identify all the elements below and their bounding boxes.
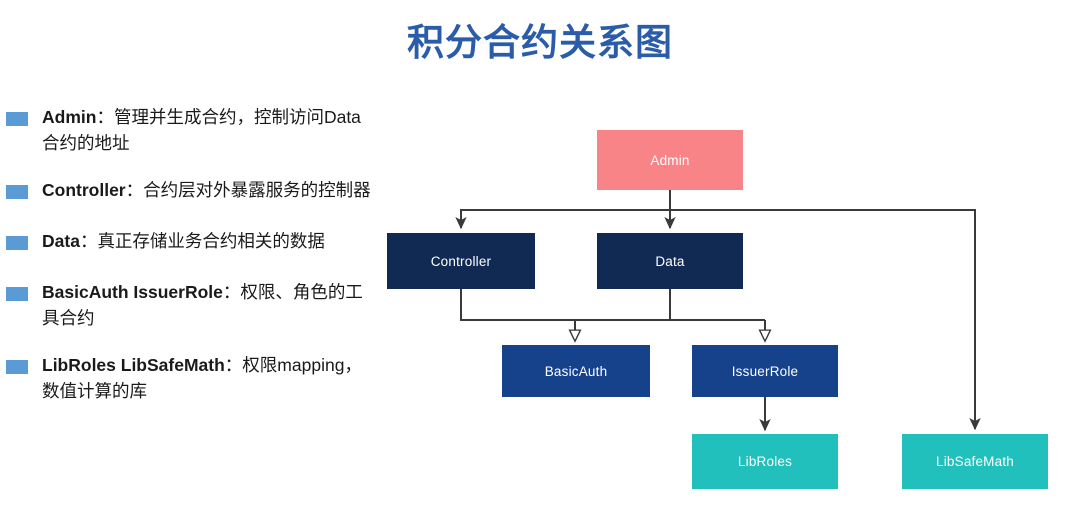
list-item-text: Controller：合约层对外暴露服务的控制器	[42, 177, 372, 203]
list-item-separator: ：	[79, 231, 98, 251]
list-item: Data：真正存储业务合约相关的数据	[0, 228, 372, 258]
node-controller[interactable]: Controller	[387, 233, 535, 289]
list-item-separator: ：	[125, 180, 144, 200]
list-item-separator: ：	[96, 107, 114, 127]
list-item-term: Admin	[42, 107, 97, 127]
node-basicauth[interactable]: BasicAuth	[502, 345, 650, 397]
legend-list: Admin：管理并生成合约，控制访问Data合约的地址 Controller：合…	[0, 104, 372, 425]
list-item-term: Data	[42, 231, 80, 251]
list-item: Controller：合约层对外暴露服务的控制器	[0, 177, 372, 207]
list-item-text: LibRoles LibSafeMath：权限mapping，数值计算的库	[42, 352, 372, 404]
node-admin[interactable]: Admin	[597, 130, 743, 190]
list-item-description: 真正存储业务合约相关的数据	[97, 231, 325, 251]
bullet-square-icon	[6, 112, 28, 126]
node-data[interactable]: Data	[597, 233, 743, 289]
bullet-square-icon	[6, 185, 28, 199]
node-libsafemath[interactable]: LibSafeMath	[902, 434, 1048, 489]
bullet-square-icon	[6, 360, 28, 374]
list-item-text: Admin：管理并生成合约，控制访问Data合约的地址	[42, 104, 372, 156]
list-item-description: 合约层对外暴露服务的控制器	[143, 180, 371, 200]
list-item-description: 权限、角色的工具合约	[42, 282, 363, 328]
edge-controller-bus	[460, 289, 765, 321]
list-item-description: 权限mapping，数值计算的库	[42, 355, 362, 401]
bullet-square-icon	[6, 236, 28, 250]
list-item-description: 管理并生成合约，控制访问Data合约的地址	[42, 107, 361, 153]
list-item-term: Controller	[42, 180, 126, 200]
list-item-separator: ：	[224, 355, 243, 375]
list-item-text: Data：真正存储业务合约相关的数据	[42, 228, 372, 254]
bullet-square-icon	[6, 287, 28, 301]
list-item-text: BasicAuth IssuerRole：权限、角色的工具合约	[42, 279, 372, 331]
list-item: Admin：管理并生成合约，控制访问Data合约的地址	[0, 104, 372, 156]
list-item-separator: ：	[222, 282, 241, 302]
node-libroles[interactable]: LibRoles	[692, 434, 838, 489]
list-item-term: BasicAuth IssuerRole	[42, 282, 223, 302]
list-item: BasicAuth IssuerRole：权限、角色的工具合约	[0, 279, 372, 331]
list-item-term: LibRoles LibSafeMath	[42, 355, 225, 375]
page-title: 积分合约关系图	[407, 22, 673, 63]
edge-admin-controller	[455, 209, 670, 230]
node-issuerrole[interactable]: IssuerRole	[692, 345, 838, 397]
list-item: LibRoles LibSafeMath：权限mapping，数值计算的库	[0, 352, 372, 404]
